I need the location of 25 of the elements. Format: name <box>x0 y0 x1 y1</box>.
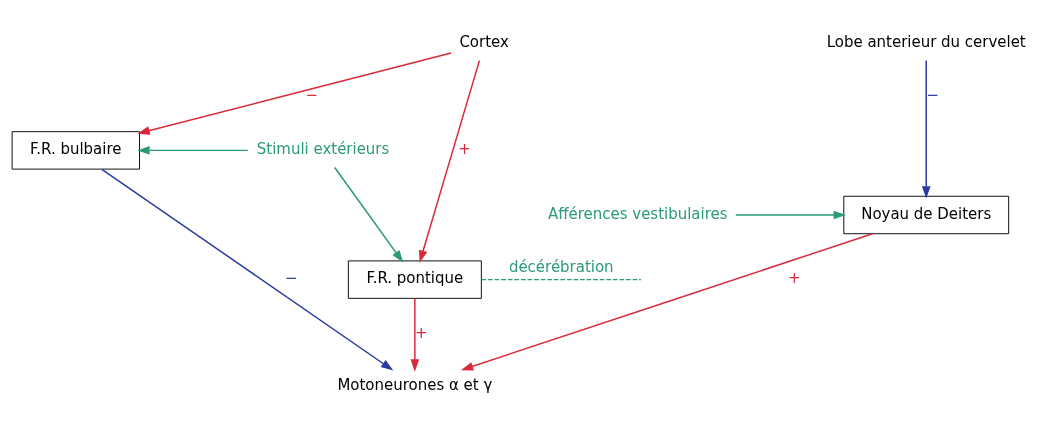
arrow <box>735 210 846 220</box>
arrow <box>101 168 394 371</box>
arrow <box>410 297 420 372</box>
node-text: Lobe anterieur du cervelet <box>826 33 1026 52</box>
arrow <box>333 166 404 263</box>
edge-label: − <box>284 269 298 288</box>
node-box: F.R. pontique <box>347 260 482 299</box>
edge-label: − <box>926 85 940 104</box>
arrow <box>460 233 874 371</box>
edge-label: + <box>458 139 471 158</box>
node-text: Stimuli extérieurs <box>256 139 390 158</box>
node-box: Noyau de Deiters <box>843 195 1010 235</box>
edge-label: − <box>305 85 319 104</box>
edge-label: + <box>415 323 428 342</box>
arrow <box>921 59 931 199</box>
arrow <box>137 52 452 135</box>
node-text: Afférences vestibulaires <box>548 204 728 223</box>
edge-label: décérébration <box>508 257 614 276</box>
edge-label: + <box>787 269 801 288</box>
connector <box>480 278 642 281</box>
arrow <box>137 146 249 155</box>
node-text: Motoneurones α et γ <box>337 375 493 394</box>
node-text: Cortex <box>459 33 509 52</box>
arrow <box>418 59 481 263</box>
node-box: F.R. bulbaire <box>11 131 140 170</box>
